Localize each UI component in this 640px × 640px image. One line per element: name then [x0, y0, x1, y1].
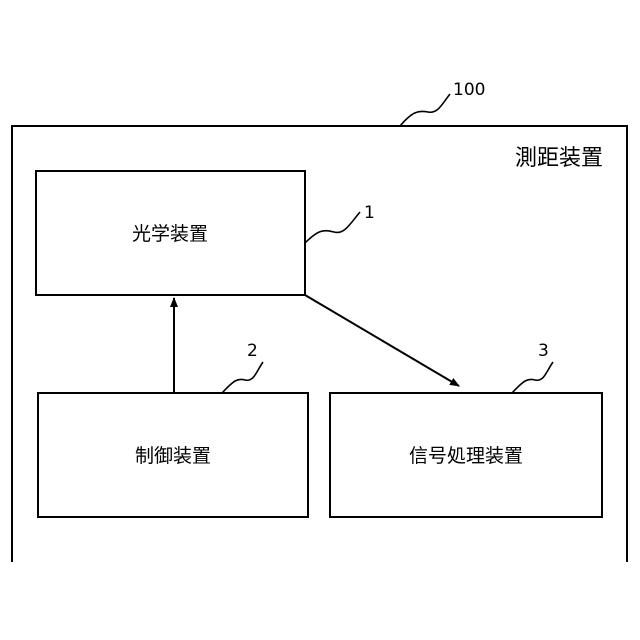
signal-processing-label: 信号処理装置 [409, 445, 523, 467]
leader-1 [305, 212, 360, 243]
leader-3 [512, 362, 553, 393]
control-device-label: 制御装置 [135, 445, 211, 467]
ref-3: 3 [538, 341, 549, 361]
ref-2: 2 [247, 341, 258, 361]
optical-device-label: 光学装置 [132, 223, 208, 245]
leader-100 [400, 94, 450, 126]
ref-100: 100 [453, 80, 485, 100]
arrow-optical-to-signal [305, 295, 459, 386]
ref-1: 1 [364, 203, 375, 223]
device-title: 測距装置 [515, 146, 603, 171]
leader-2 [222, 362, 263, 393]
